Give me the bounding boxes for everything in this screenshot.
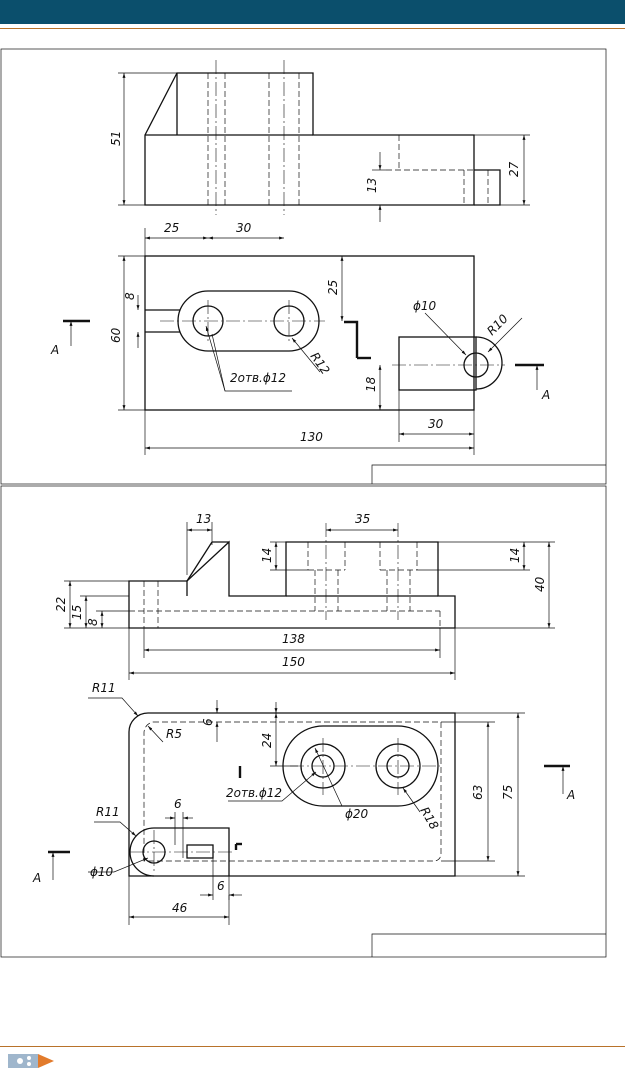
section-label-a-left-2: A <box>32 871 41 885</box>
top-view-2: A A R11 R5 6 24 2отв.ϕ12 ϕ20 R18 <box>32 681 575 925</box>
dim-63: 63 <box>471 785 485 800</box>
frame-2 <box>0 485 607 958</box>
header-bar <box>0 0 625 24</box>
section-label-a-left-1: A <box>50 343 59 357</box>
dim-radius-18: R18 <box>417 805 441 833</box>
dim-40: 40 <box>533 576 547 592</box>
dim-150: 150 <box>282 655 305 669</box>
dim-75: 75 <box>501 785 515 800</box>
title-block-2 <box>371 933 606 957</box>
section-label-a-right-2: A <box>566 788 575 802</box>
dim-radius-11-bottom: R11 <box>96 805 120 819</box>
dim-radius-10: R10 <box>484 311 511 338</box>
dim-30-bottom: 30 <box>428 417 444 431</box>
title-block-1 <box>371 464 606 484</box>
publisher-logo-icon <box>8 1054 54 1068</box>
dim-130: 130 <box>300 430 323 444</box>
dim-18: 18 <box>364 376 378 392</box>
header-rule <box>0 28 625 29</box>
dim-8-2: 8 <box>86 618 100 626</box>
dim-holes-2: 2отв.ϕ12 <box>226 786 282 800</box>
dim-30-top: 30 <box>236 221 252 235</box>
top-view-1: A A 25 30 60 8 25 18 <box>50 221 550 455</box>
dim-15: 15 <box>70 605 84 620</box>
dim-51: 51 <box>109 131 123 146</box>
dim-22: 22 <box>54 597 68 612</box>
dim-25-top: 25 <box>164 221 179 235</box>
section-label-a-right-1: A <box>541 388 550 402</box>
dim-8: 8 <box>123 292 137 300</box>
dim-60: 60 <box>109 327 123 343</box>
drawing-1: 51 27 13 <box>0 48 607 485</box>
drawing-2: 13 35 14 14 40 22 <box>0 485 607 958</box>
dim-dia-10-2: ϕ10 <box>90 865 114 879</box>
dim-holes-1: 2отв.ϕ12 <box>230 371 286 385</box>
dim-35: 35 <box>355 512 370 526</box>
dim-25-vertical: 25 <box>326 280 340 295</box>
frame-1 <box>0 48 607 485</box>
dim-24: 24 <box>260 733 274 748</box>
dim-13-2: 13 <box>196 512 211 526</box>
dim-radius-5: R5 <box>166 727 182 741</box>
dim-27: 27 <box>507 161 521 177</box>
dim-13: 13 <box>365 178 379 193</box>
dim-6-top: 6 <box>201 718 215 726</box>
dim-14-right: 14 <box>508 548 522 563</box>
front-view-2: 13 35 14 14 40 22 <box>54 512 555 680</box>
dim-6-boss: 6 <box>174 797 182 811</box>
dim-14-left: 14 <box>260 548 274 563</box>
dim-radius-11-top: R11 <box>92 681 116 695</box>
dim-138: 138 <box>282 632 305 646</box>
dim-dia-20: ϕ20 <box>345 807 369 821</box>
dim-dia-10: ϕ10 <box>413 299 437 313</box>
dim-46: 46 <box>172 901 188 915</box>
front-view-1: 51 27 13 <box>109 60 530 222</box>
footer-rule <box>0 1046 625 1047</box>
dim-6-bottom: 6 <box>217 879 225 893</box>
dim-radius-12: R12 <box>308 350 333 377</box>
